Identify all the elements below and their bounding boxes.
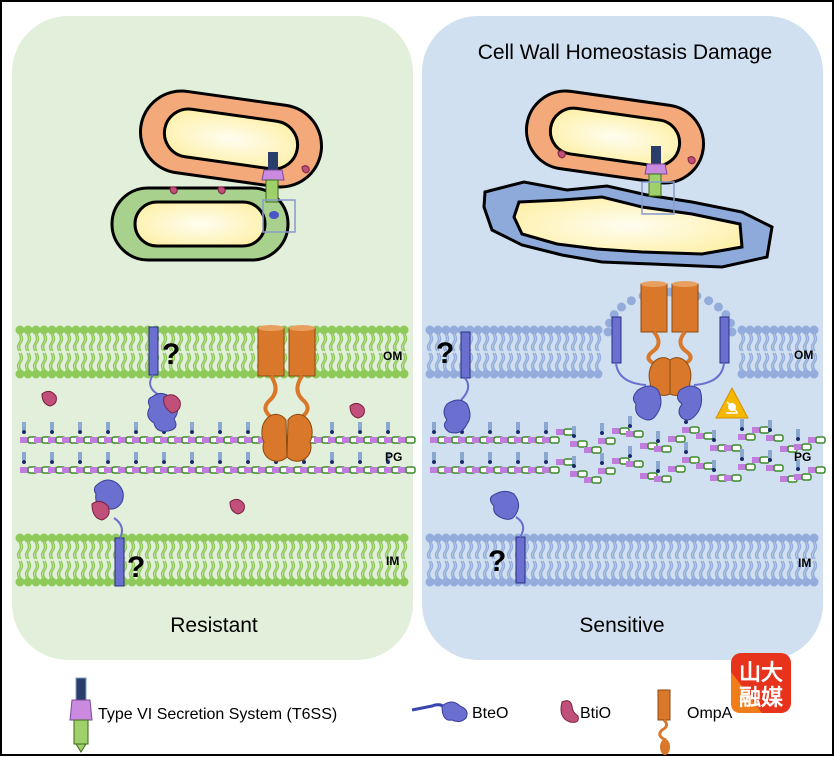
t6ss-icon: [69, 677, 93, 753]
btio-protein: [41, 390, 57, 407]
sensitive-title: Cell Wall Homeostasis Damage: [478, 41, 772, 64]
ompa-right: [640, 281, 699, 396]
pg-label-right: PG: [794, 450, 811, 464]
bteo-im-sensitive: [489, 490, 526, 584]
ompa-icon: [657, 689, 671, 755]
resistant-cell: [110, 186, 290, 262]
legend-label-t6ss: Type VI Secretion System (T6SS): [98, 706, 337, 723]
btio-protein: [349, 402, 365, 419]
question-mark-om-right: ?: [436, 337, 454, 370]
resistant-caption: Resistant: [170, 614, 258, 637]
legend-label-ompa: OmpA: [687, 705, 733, 722]
legend-label-btio: BtiO: [580, 705, 611, 722]
peptidoglycan-bottom-right: [430, 442, 826, 484]
outer-membrane-right: [425, 325, 819, 379]
btio-protein: [229, 498, 245, 515]
btio-icon: [560, 700, 579, 723]
t6ss-right: [644, 146, 668, 197]
im-label-left: IM: [386, 554, 399, 568]
btio-protein: [217, 186, 226, 195]
watermark-line1: 山大: [739, 661, 783, 686]
btio-protein: [169, 186, 178, 195]
question-mark-om-left: ?: [162, 338, 180, 371]
pg-label-left: PG: [385, 450, 402, 464]
watermark-line2: 融媒: [739, 685, 784, 711]
watermark-logo: 山大 融媒: [731, 653, 791, 713]
toxic-hazard-icon: [715, 386, 749, 419]
bteo-in-cell-left: [269, 211, 279, 219]
question-mark-im-left: ?: [127, 551, 145, 584]
peptidoglycan-top-left: [20, 422, 416, 444]
sensitive-panel: [422, 16, 823, 660]
btio-protein: [557, 150, 566, 159]
zoom-box-right: [641, 181, 675, 215]
bteo-icon: [411, 701, 468, 723]
bteo-om-sensitive-left: [443, 331, 471, 434]
legend: Type VI Secretion System (T6SS) BteO Bti…: [69, 677, 733, 755]
bteo-om-sensitive-mid: [611, 316, 730, 421]
ompa-left: [257, 325, 316, 462]
sensitive-caption: Sensitive: [579, 614, 664, 637]
om-label-right: OM: [794, 348, 813, 362]
question-mark-im-right: ?: [488, 545, 506, 578]
legend-label-bteo: BteO: [472, 705, 508, 722]
bteo-om-left: [147, 326, 181, 432]
bteo-im-left: [91, 479, 125, 587]
inner-membrane-left: [15, 533, 409, 587]
t6ss-left: [261, 152, 285, 203]
peptidoglycan-bottom-left: [20, 452, 416, 474]
btio-protein: [301, 165, 310, 174]
om-label-left: OM: [383, 349, 402, 363]
btio-protein: [687, 156, 696, 165]
im-label-right: IM: [798, 556, 811, 570]
zoom-box-left: [262, 199, 296, 233]
damaged-sensitive-cell: [482, 180, 774, 269]
